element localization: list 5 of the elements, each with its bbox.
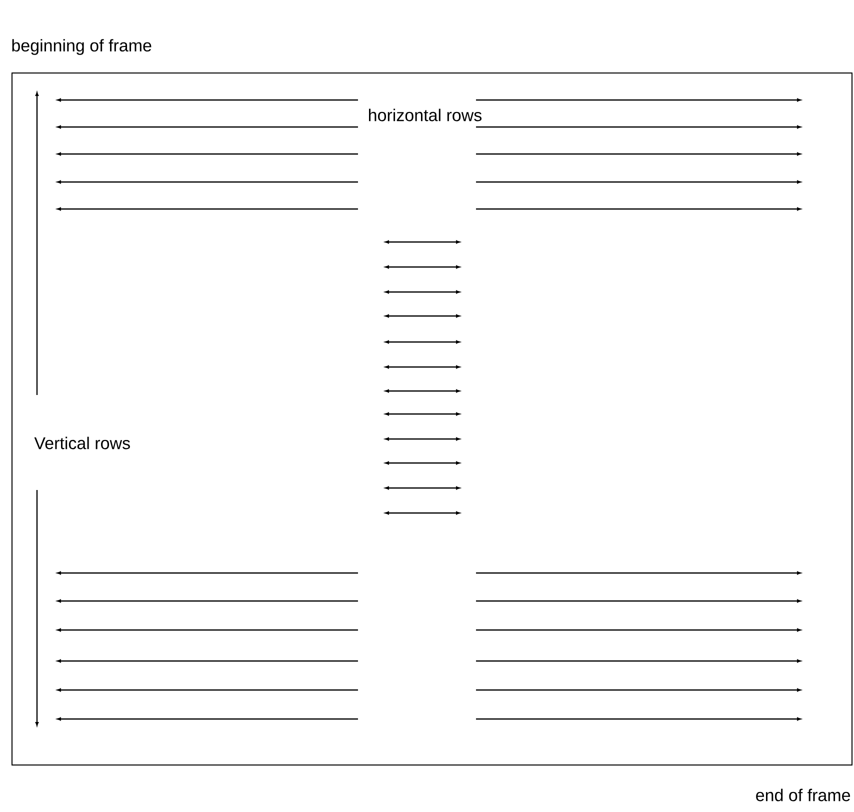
label-text: Vertical rows (34, 436, 130, 450)
frame-rectangle (12, 39, 852, 802)
frame-note: end of frame (756, 788, 850, 802)
label-text: horizontal rows (369, 108, 482, 122)
frame-note: beginning of frame (12, 39, 152, 55)
